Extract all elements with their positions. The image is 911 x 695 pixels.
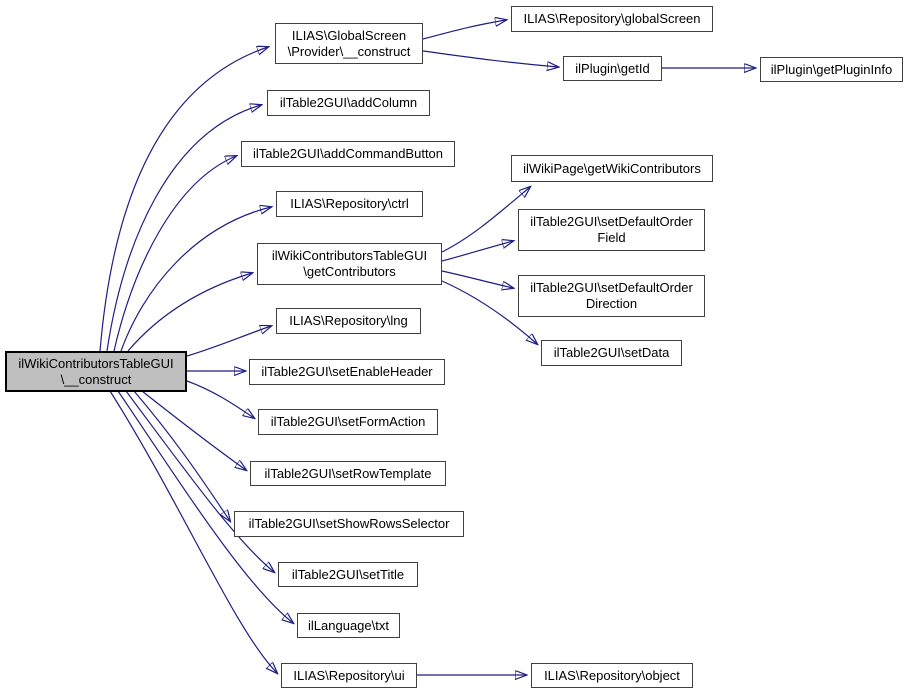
edge-provider-getid (422, 50, 558, 67)
edge-getcontributors-getwikicontributors (441, 187, 530, 253)
node-label-line: ilWikiContributorsTableGUI (271, 248, 428, 263)
edge-construct-addcolumn (106, 105, 261, 352)
node-iltable2gui-settitle[interactable]: ilTable2GUI\setTitle (278, 562, 418, 587)
node-label-line: \Provider\__construct (287, 43, 411, 59)
node-label-line: ilTable2GUI\addColumn (279, 95, 418, 110)
node-label-line: ilWikiPage\getWikiContributors (523, 160, 701, 176)
node-iltable2gui-setformaction[interactable]: ilTable2GUI\setFormAction (258, 409, 438, 435)
node-ilias-repository-lng[interactable]: ILIAS\Repository\lng (276, 308, 421, 334)
edge-construct-setformaction (186, 380, 254, 418)
node-ilwikicontributorstablegui-getcontributors[interactable]: ilWikiContributorsTableGUI \getContribut… (257, 243, 442, 285)
edge-getcontributors-setdata (441, 280, 537, 344)
node-label-line: ilTable2GUI\setDefaultOrder (530, 214, 693, 229)
node-iltable2gui-addcolumn[interactable]: ilTable2GUI\addColumn (267, 90, 430, 116)
node-label-line: Direction (585, 296, 638, 311)
node-label-line: ilPlugin\getPluginInfo (770, 61, 893, 77)
edge-construct-provider (99, 47, 268, 352)
node-ilias-repository-object[interactable]: ILIAS\Repository\object (531, 663, 693, 688)
node-iltable2gui-addcommandbutton[interactable]: ilTable2GUI\addCommandButton (241, 141, 455, 167)
node-label-line: ilTable2GUI\setShowRowsSelector (248, 516, 450, 531)
edge-construct-settitle (125, 390, 274, 572)
edge-construct-addcommandbutton (113, 156, 236, 352)
node-label-line: ilLanguage\txt (308, 617, 389, 633)
edge-construct-setshowrowsselector (133, 390, 230, 521)
node-label-line: ILIAS\Repository\ctrl (290, 196, 409, 211)
node-label-line: ilTable2GUI\setTitle (291, 566, 405, 582)
node-label-line: ILIAS\Repository\globalScreen (523, 11, 701, 26)
node-label-line: ilTable2GUI\setEnableHeader (261, 364, 433, 379)
node-label-line: \__construct (60, 371, 132, 387)
edge-construct-lng (186, 326, 271, 357)
node-ilwikicontributorstablegui-construct: ilWikiContributorsTableGUI \__construct (5, 351, 187, 392)
node-iltable2gui-setdefaultorderdirection[interactable]: ilTable2GUI\setDefaultOrder Direction (518, 275, 705, 317)
edge-construct-txt (117, 390, 293, 623)
node-label-line: \getContributors (303, 264, 396, 279)
node-iltable2gui-setrowtemplate[interactable]: ilTable2GUI\setRowTemplate (250, 461, 446, 486)
node-label-line: ILIAS\Repository\object (544, 667, 680, 683)
node-iltable2gui-setenableheader[interactable]: ilTable2GUI\setEnableHeader (249, 359, 445, 385)
node-label-line: ILIAS\Repository\ui (293, 667, 405, 683)
node-label-line: ilPlugin\getId (575, 60, 650, 76)
edge-getcontributors-setdefaultorderfield (441, 241, 513, 262)
node-label-line: ilTable2GUI\setData (553, 345, 670, 360)
node-label-line: ilWikiContributorsTableGUI (18, 355, 174, 371)
node-label-line: ILIAS\Repository\lng (289, 313, 408, 328)
edge-getcontributors-setdefaultorderdirection (441, 270, 513, 288)
node-ilias-repository-ui[interactable]: ILIAS\Repository\ui (281, 663, 417, 688)
node-ilplugin-getplugininfo[interactable]: ilPlugin\getPluginInfo (760, 57, 903, 82)
edge-construct-getcontributors (127, 273, 252, 352)
node-label-line: ilTable2GUI\addCommandButton (252, 146, 444, 161)
edge-construct-ctrl (120, 207, 271, 352)
node-label-line: ilTable2GUI\setRowTemplate (264, 465, 432, 481)
node-ilias-globalscreen-provider-construct[interactable]: ILIAS\GlobalScreen \Provider\__construct (275, 23, 423, 64)
node-label-line: ilTable2GUI\setDefaultOrder (530, 280, 693, 295)
edge-provider-globalscreen (422, 20, 506, 40)
edge-construct-setrowtemplate (141, 390, 246, 470)
node-label-line: ILIAS\GlobalScreen (291, 27, 407, 43)
node-iltable2gui-setshowrowsselector[interactable]: ilTable2GUI\setShowRowsSelector (234, 511, 464, 537)
node-ilplugin-getid[interactable]: ilPlugin\getId (563, 56, 662, 81)
edge-construct-ui (109, 390, 277, 673)
node-label-line: ilTable2GUI\setFormAction (270, 414, 426, 429)
node-ilias-repository-ctrl[interactable]: ILIAS\Repository\ctrl (276, 191, 423, 217)
node-ilias-repository-globalscreen[interactable]: ILIAS\Repository\globalScreen (511, 6, 713, 32)
node-iltable2gui-setdefaultorderfield[interactable]: ilTable2GUI\setDefaultOrder Field (518, 209, 705, 251)
node-illanguage-txt[interactable]: ilLanguage\txt (297, 613, 400, 638)
node-iltable2gui-setdata[interactable]: ilTable2GUI\setData (541, 340, 682, 366)
node-label-line: Field (597, 230, 626, 245)
node-ilwikipage-getwikicontributors[interactable]: ilWikiPage\getWikiContributors (511, 155, 713, 182)
